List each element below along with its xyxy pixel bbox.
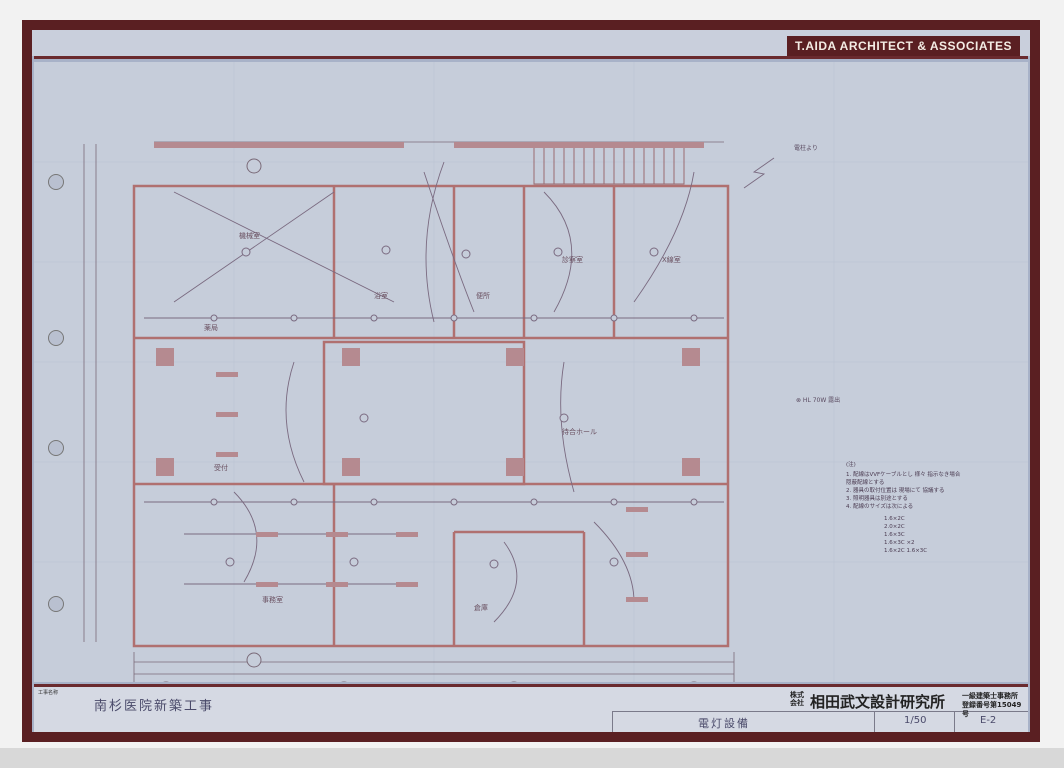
room-label-6: X線室: [662, 255, 681, 264]
legend-item: ⊗ HL 70W 露出: [796, 396, 840, 404]
wire-size-1: 1.6×2C: [884, 516, 905, 522]
room-label-10: 事務室: [262, 595, 283, 604]
note-1: 1. 配線はVVFケーブルとし 様々 指示なき場合: [846, 470, 961, 478]
notes-block: (注) 1. 配線はVVFケーブルとし 様々 指示なき場合 隠蔽配線とする 2.…: [846, 460, 961, 554]
title-block-divider: [612, 711, 1028, 712]
drawing-number: E-2: [980, 715, 997, 726]
wire-size-4: 1.6×3C ×2: [884, 540, 915, 546]
room-label-9: 浴室: [374, 291, 388, 300]
floor-plan-drawing: 機械室 薬局 便所 待合ホール 診察室 X線室 受付 倉庫 浴室 事務室 電柱よ…: [34, 62, 1028, 699]
drawing-scale: 1/50: [904, 715, 927, 726]
company-prefix: 株式会社: [790, 691, 804, 707]
room-labels: 機械室 薬局 便所 待合ホール 診察室 X線室 受付 倉庫 浴室 事務室: [204, 231, 681, 612]
title-block: 工事名称 南杉医院新築工事 株式会社 相田武文設計研究所 一級建築士事務所 登録…: [34, 684, 1028, 735]
title-block-divider-v2: [874, 711, 875, 735]
company-name: 相田武文設計研究所: [810, 693, 946, 711]
drawing-title: 電灯設備: [698, 717, 750, 730]
wire-size-2: 2.0×2C: [884, 524, 905, 530]
light-fixtures: [210, 245, 698, 569]
room-label-2: 薬局: [204, 323, 218, 332]
room-label-4: 待合ホール: [562, 427, 597, 436]
note-4: 3. 照明器具は別途とする: [846, 494, 908, 502]
notes-title: (注): [846, 460, 856, 468]
room-label-3: 便所: [476, 291, 490, 300]
binder-hole: [48, 330, 64, 346]
wire-size-5: 1.6×2C 1.6×3C: [884, 548, 927, 554]
binder-hole: [48, 174, 64, 190]
room-label-5: 診察室: [562, 255, 583, 264]
columns: [156, 348, 700, 476]
fluorescent-fixtures: [216, 372, 648, 602]
stair-hatch: [154, 142, 704, 185]
room-label-8: 倉庫: [474, 603, 488, 612]
service-entry-label: 電柱より: [794, 144, 818, 152]
drawing-sheet: T.AIDA ARCHITECT & ASSOCIATES: [22, 20, 1040, 742]
ruler-strip: [0, 748, 1064, 768]
wiring-runs: [144, 157, 775, 623]
firm-title: T.AIDA ARCHITECT & ASSOCIATES: [787, 36, 1020, 56]
title-block-divider-v3: [954, 711, 955, 735]
floor-plan-area: 機械室 薬局 便所 待合ホール 診察室 X線室 受付 倉庫 浴室 事務室 電柱よ…: [34, 62, 1028, 699]
project-field-label: 工事名称: [38, 690, 59, 696]
note-3: 2. 器具の取付位置は 現場にて 協議する: [846, 486, 945, 494]
header-rule: [34, 56, 1028, 59]
note-5: 4. 配線のサイズは次による: [846, 502, 913, 510]
title-block-divider-v1: [612, 711, 613, 735]
binder-hole: [48, 440, 64, 456]
room-label-7: 受付: [214, 463, 228, 472]
room-label-1: 機械室: [239, 231, 260, 240]
note-2: 隠蔽配線とする: [846, 478, 884, 486]
binder-hole: [48, 596, 64, 612]
building-walls: [132, 184, 730, 648]
registration-number: 一級建築士事務所 登録番号第15049号: [962, 692, 1022, 718]
paper-grid: [34, 62, 1028, 682]
project-name: 南杉医院新築工事: [94, 699, 215, 714]
wire-size-3: 1.6×3C: [884, 532, 905, 538]
